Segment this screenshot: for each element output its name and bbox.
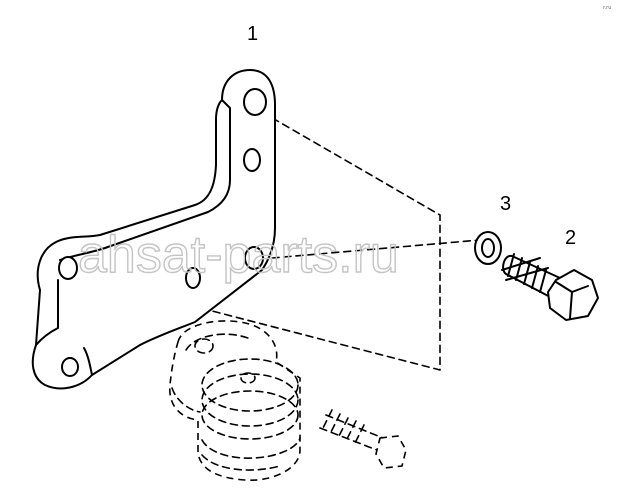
phantom-bolt — [319, 409, 407, 469]
hole-bottom — [61, 357, 79, 377]
hole-lower-right — [244, 246, 264, 270]
reference-lines — [99, 111, 481, 371]
engine-mount-phantom — [169, 320, 301, 481]
washer — [474, 231, 502, 265]
hole-mid — [243, 148, 261, 172]
hole-top — [243, 88, 267, 116]
hole-center — [185, 267, 201, 289]
watermark: ahsat-parts.ru — [78, 226, 399, 284]
hole-left — [58, 256, 78, 280]
callout-3: 3 — [500, 193, 511, 215]
bolt — [501, 253, 599, 321]
callout-2: 2 — [565, 227, 576, 249]
bracket — [31, 69, 276, 390]
corner-mark: r.ru — [603, 5, 611, 11]
callout-1: 1 — [247, 23, 258, 45]
